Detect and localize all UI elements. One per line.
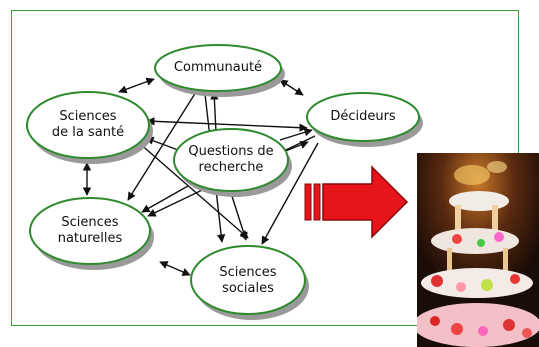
arrow-sante-decideurs	[146, 117, 308, 132]
arrow-naturelles-sociales	[159, 261, 191, 276]
big-red-arrow	[304, 165, 409, 239]
node-decideurs	[306, 92, 423, 147]
node-questions	[173, 128, 292, 197]
node-sciences-sociales	[190, 245, 309, 320]
arrow-communaute-sante	[118, 77, 155, 94]
node-communaute	[154, 44, 285, 97]
node-sciences-naturelles	[29, 197, 154, 270]
arrow-questions-sociales	[229, 189, 248, 241]
cake-photo	[417, 153, 539, 347]
arrow-questions-communaute	[210, 91, 219, 133]
node-sciences-sante	[26, 91, 153, 164]
arrow-questions-naturelles	[141, 185, 189, 213]
arrow-decideurs-sociales	[261, 142, 319, 245]
arrow-questions-decideurs	[279, 128, 313, 141]
arrow-communaute-decideurs	[279, 79, 304, 96]
arrow-questions-sante	[145, 136, 179, 151]
arrow-questions-decideurs-2	[282, 140, 309, 153]
arrow-sante-sociales	[137, 141, 249, 239]
arrow-communaute-naturelles	[127, 91, 197, 201]
